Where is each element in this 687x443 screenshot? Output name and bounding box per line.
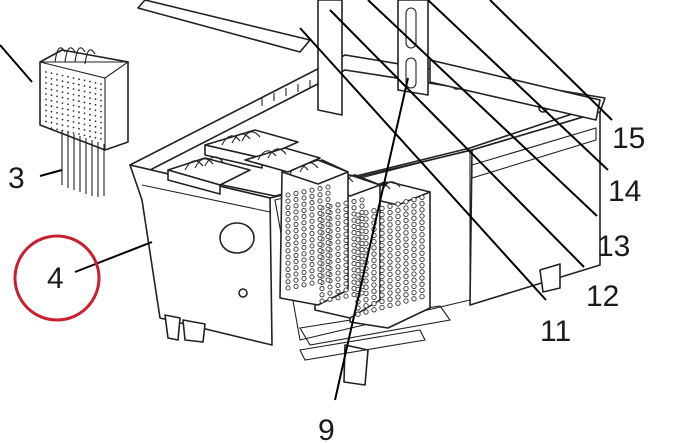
fry-inserts: [167, 129, 431, 329]
leader-lines: [0, 0, 613, 401]
mounting-hole: [219, 222, 255, 254]
leader-line-14: [427, 0, 609, 171]
leader-line-9: [334, 77, 409, 401]
callout-4: 4: [47, 262, 64, 295]
callout-13: 13: [597, 230, 630, 263]
leader-line-13: [367, 0, 598, 217]
basket-feet: [164, 263, 561, 386]
callout-12: 12: [586, 280, 619, 313]
leader-line-11: [299, 27, 547, 301]
callout-15: 15: [612, 122, 645, 155]
callout-11: 11: [540, 315, 571, 348]
comb-insert: [39, 47, 130, 197]
highlight-circle: [13, 234, 101, 322]
leader-line-4: [74, 241, 153, 273]
handle-assembly: [137, 0, 601, 121]
callout-3: 3: [8, 162, 25, 195]
leader-line-15: [489, 0, 613, 121]
callout-14: 14: [608, 175, 641, 208]
callout-labels: 3 4 9 11 12 13 14 15: [8, 122, 645, 443]
leader-line-12: [329, 9, 585, 268]
leader-line-top-left: [0, 44, 33, 83]
leader-line-3: [39, 169, 63, 177]
callout-9: 9: [318, 414, 335, 443]
